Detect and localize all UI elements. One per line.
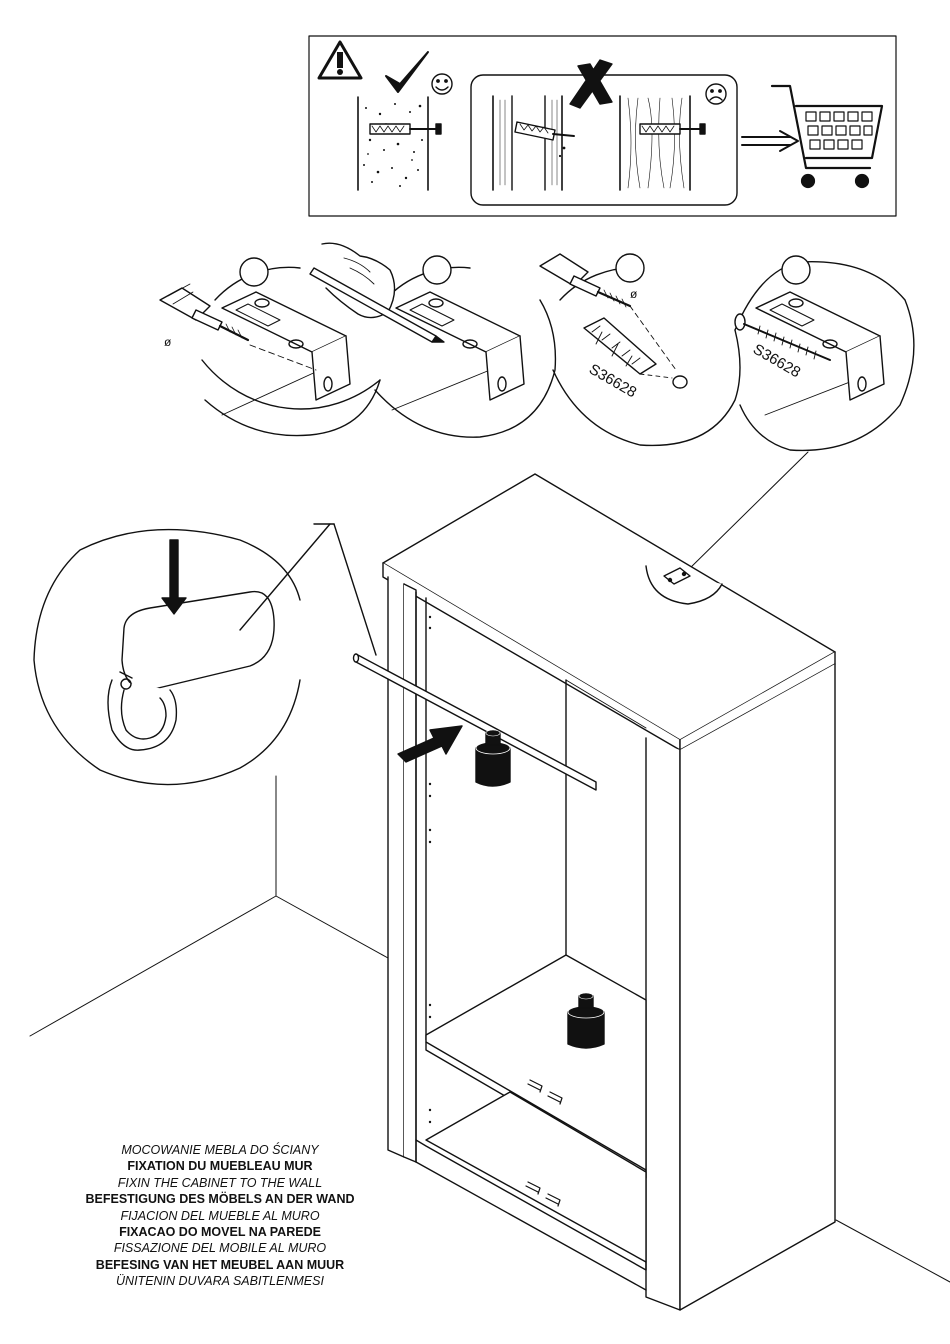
cross-mark-icon — [570, 60, 612, 108]
step-1-bracket — [222, 292, 350, 400]
step-3-bubble — [616, 254, 644, 282]
rail-detail-circle — [34, 524, 376, 785]
step-2-hand-pencil — [310, 243, 444, 342]
caption-italian: FISSAZIONE DEL MOBILE AL MURO — [40, 1240, 400, 1256]
svg-text:ø: ø — [164, 335, 172, 349]
wood-wall — [620, 96, 705, 190]
caption-spanish: FIJACION DEL MUEBLE AL MURO — [40, 1208, 400, 1224]
smiley-face-icon — [432, 74, 452, 94]
down-arrow-icon — [162, 540, 186, 614]
step-1-drill: ø — [160, 284, 248, 349]
double-arrow-icon — [742, 131, 798, 151]
caption-french: FIXATION DU MUEBLEAU MUR — [40, 1158, 400, 1174]
step-4-bubble — [782, 256, 810, 284]
concrete-wall — [358, 97, 441, 190]
caption-polish: MOCOWANIE MEBLA DO ŚCIANY — [40, 1142, 400, 1158]
caption-dutch: BEFESING VAN HET MEUBEL AAN MUUR — [40, 1257, 400, 1273]
step-1-bubble — [240, 258, 268, 286]
caption-portuguese: FIXACAO DO MOVEL NA PAREDE — [40, 1224, 400, 1240]
step-2-bracket — [396, 292, 524, 400]
step-3-wall-plug: S36628 — [584, 318, 687, 401]
part-code-label-2: S36628 — [750, 341, 803, 382]
step-4-bracket — [756, 292, 884, 400]
caption-english: FIXIN THE CABINET TO THE WALL — [40, 1175, 400, 1191]
caption-turkish: ÜNITENIN DUVARA SABITLENMESI — [40, 1273, 400, 1289]
warning-triangle-icon — [319, 42, 361, 78]
sad-face-icon — [706, 84, 726, 104]
instruction-captions: MOCOWANIE MEBLA DO ŚCIANY FIXATION DU MU… — [40, 1142, 400, 1290]
svg-text:ø: ø — [630, 287, 638, 301]
step-2-bubble — [423, 256, 451, 284]
checkmark-icon — [386, 52, 428, 92]
wardrobe-cabinet — [354, 474, 836, 1310]
plasterboard-wall — [493, 96, 574, 190]
warning-panel — [309, 36, 896, 216]
caption-german: BEFESTIGUNG DES MÖBELS AN DER WAND — [40, 1191, 400, 1207]
